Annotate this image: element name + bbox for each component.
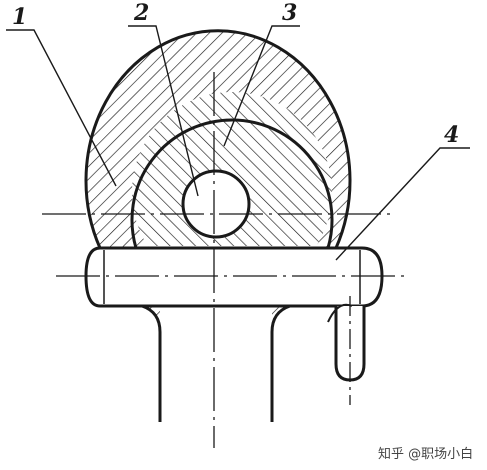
callout-label-1: 1 <box>12 4 27 30</box>
stem-base <box>141 304 291 422</box>
horizontal-pin-part-4 <box>84 246 384 308</box>
leader-line-2 <box>128 25 199 197</box>
callout-label-2: 2 <box>133 0 149 26</box>
locking-clip <box>327 303 366 382</box>
leader-lines <box>6 25 470 261</box>
leader-line-1 <box>6 29 117 187</box>
watermark: 知乎 @职场小白 <box>378 446 473 462</box>
callout-label-4: 4 <box>444 122 459 148</box>
leader-line-3 <box>223 25 300 147</box>
center-lines <box>42 72 410 448</box>
callout-label-3: 3 <box>282 0 297 26</box>
leader-line-4 <box>335 147 470 261</box>
